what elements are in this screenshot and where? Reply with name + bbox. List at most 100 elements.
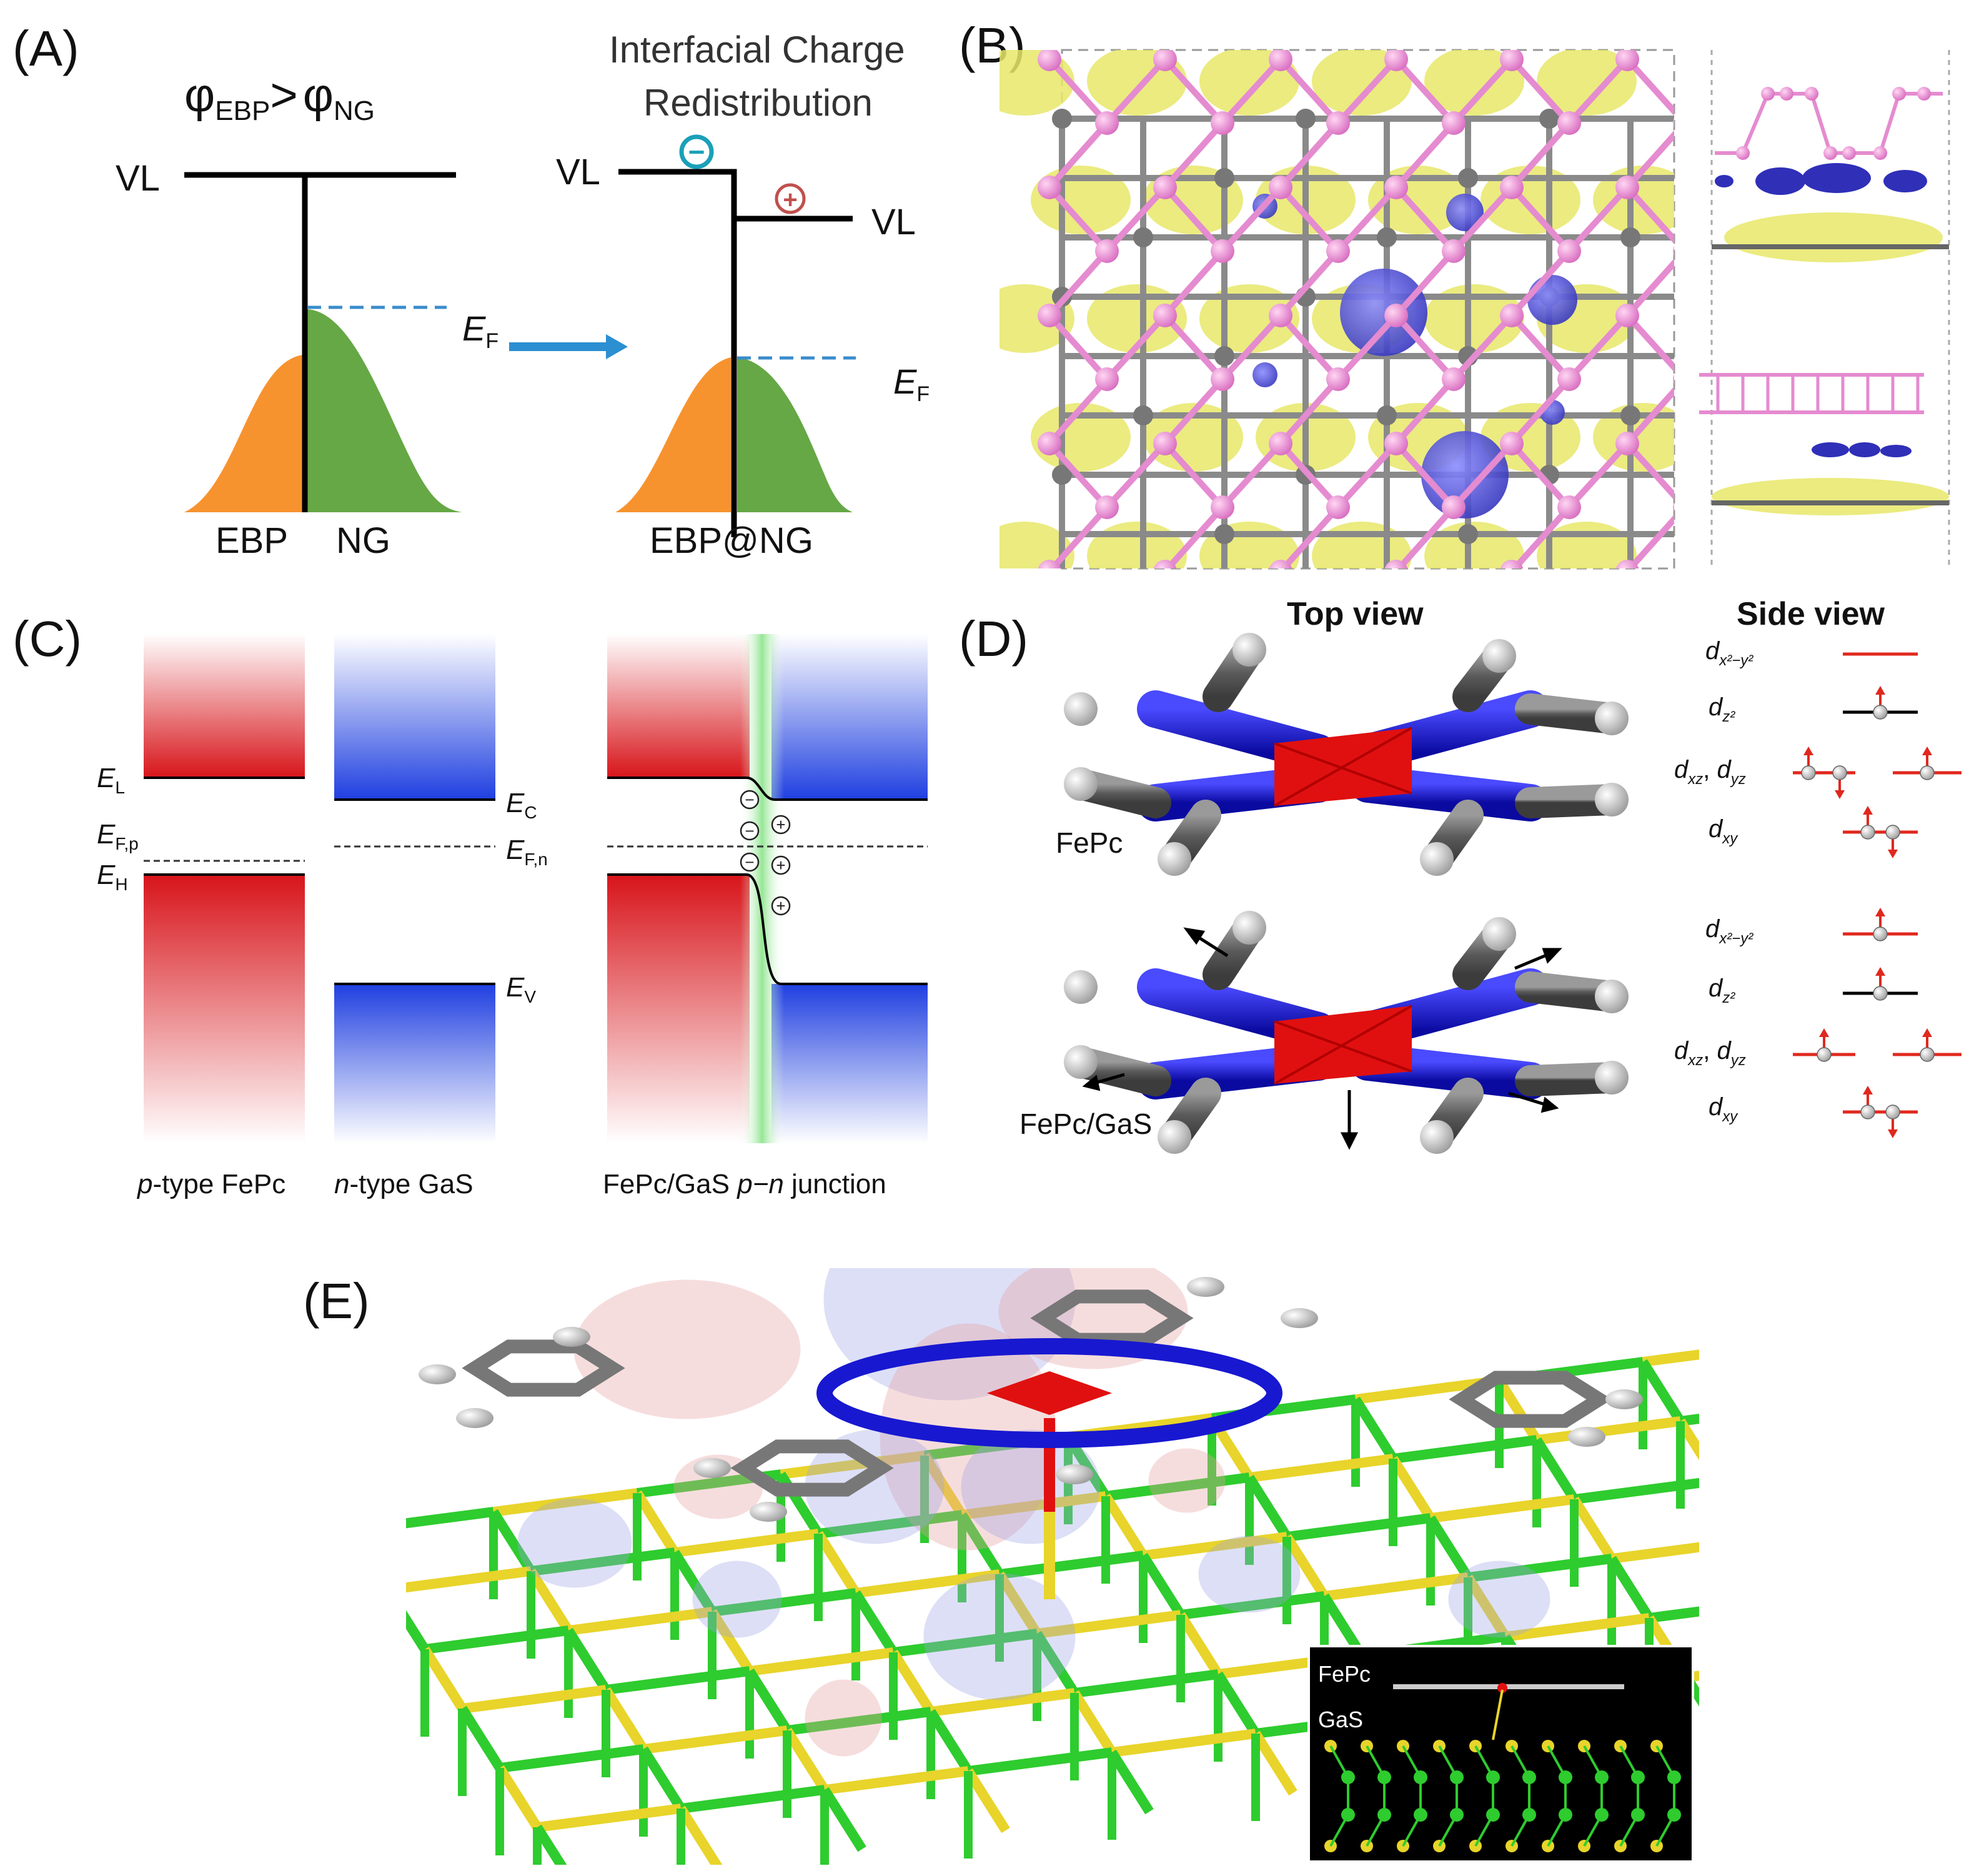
gas-bond — [424, 1625, 570, 1654]
gas-bond — [1351, 1396, 1397, 1462]
fepc-homo-band — [144, 875, 305, 1143]
phosphorus-atom — [1615, 432, 1639, 455]
inset-side-view — [1324, 1683, 1681, 1852]
gas-bond — [1467, 1554, 1613, 1582]
phosphorus-bond — [1047, 313, 1109, 382]
hydrogen-atom — [1233, 911, 1266, 945]
phosphorus-atom — [1780, 87, 1793, 101]
orb-label-x2y2-1: dx²−y² — [1705, 637, 1753, 669]
phosphorus-bond — [1336, 57, 1399, 126]
phosphorus-bond — [1627, 635, 1685, 700]
phosphorus-atom — [1500, 304, 1524, 327]
ef-label-left: EF — [462, 309, 498, 353]
electron-spin-arrowhead — [1875, 908, 1885, 916]
phosphorus-atom — [1442, 367, 1466, 391]
charge-accumulation-lobe — [1087, 284, 1187, 353]
ec-label: EC — [506, 788, 537, 822]
fepc-gas-molecule — [1064, 911, 1629, 1154]
junction-minus-2 — [740, 821, 760, 841]
gas-bond — [786, 1707, 932, 1735]
gas-bond — [498, 1744, 645, 1773]
ng-dos-curve-combined — [737, 357, 853, 512]
inset-bond — [1619, 1745, 1639, 1778]
electron-dot — [1832, 765, 1847, 780]
gas-bond — [602, 1687, 648, 1752]
phosphorus-bond — [1567, 185, 1630, 254]
gas-bond — [1532, 1437, 1579, 1502]
phi-ng-subscript: NG — [334, 96, 375, 126]
phi-relation: φEBP>φNG — [184, 69, 375, 126]
phosphorus-atom — [1153, 560, 1177, 568]
phosphorus-bond — [1278, 377, 1341, 446]
gas-bond — [1642, 1349, 1699, 1367]
plus-charge-icon — [775, 183, 806, 214]
junction-lower-band-edge — [607, 873, 928, 985]
carbon-atom — [1214, 346, 1234, 366]
electron-dot — [1920, 765, 1935, 780]
gas-bond — [1214, 1671, 1260, 1737]
gas-bond — [642, 1725, 788, 1754]
gas-bond — [1104, 1472, 1251, 1501]
hydrogen-atom — [1595, 702, 1629, 735]
phosphorus-atom — [1384, 432, 1408, 455]
caption-p-type-fepc: p-type FePc — [136, 1169, 285, 1199]
phosphorus-atom — [1211, 367, 1234, 391]
gas-bond — [1033, 1630, 1079, 1696]
phosphorus-bond — [1047, 377, 1109, 446]
phosphorus-bond — [1569, 572, 1627, 635]
gas-bond — [527, 1568, 573, 1634]
charge-depletion-blob — [1883, 170, 1927, 192]
electron-spin-arrowhead — [1875, 967, 1885, 976]
phosphorene-side-chain — [1715, 92, 1943, 155]
electron-spin-arrowhead — [1922, 1028, 1932, 1037]
gas-bond — [823, 1766, 970, 1795]
phosphorus-atom — [1557, 111, 1581, 135]
carbon-atom — [1296, 109, 1316, 129]
inset-bond — [1402, 1745, 1422, 1778]
carbon-atom — [1214, 168, 1234, 188]
gas-bond — [461, 1685, 607, 1714]
gas-bond — [817, 1510, 963, 1539]
phosphorus-bond — [1048, 505, 1109, 568]
gas-bond — [892, 1629, 1038, 1657]
panel-e-label: (E) — [303, 1273, 370, 1329]
minus-charge-symbol: − — [688, 136, 705, 168]
fe-n-bond — [1274, 1005, 1412, 1085]
phosphorus-bond — [1104, 313, 1168, 382]
phosphorus-bond — [1047, 121, 1109, 190]
junction-minus-sym-3: − — [745, 853, 754, 871]
ev-label: EV — [506, 972, 536, 1006]
hydrogen-atom — [1158, 1120, 1191, 1154]
gas-bond — [1111, 1729, 1257, 1757]
phosphorus-atom — [1384, 50, 1408, 71]
ng-dos-curve — [303, 309, 462, 512]
orbital-levels — [1793, 652, 1962, 1138]
hydrogen-atom — [1233, 633, 1266, 667]
orb-label-xzyz-1: dxz, dyz — [1674, 756, 1746, 788]
gas-bond — [1282, 1534, 1329, 1599]
carbon-atom — [1214, 524, 1234, 544]
inset-bond — [1547, 1745, 1567, 1778]
charge-accumulation-lobe — [1712, 478, 1949, 515]
gas-bond — [1685, 1670, 1699, 1682]
hydrogen-atom — [1595, 980, 1629, 1013]
fe-n-bond — [1274, 1020, 1412, 1073]
phosphorus-bond — [1509, 121, 1572, 190]
phosphorus-atom — [1442, 495, 1466, 519]
phosphorus-bond — [1512, 572, 1569, 635]
orb-label-xy-2: dxy — [1709, 1093, 1738, 1125]
charge-isosurface — [573, 1279, 801, 1419]
gas-bond — [814, 1531, 860, 1596]
gas-bond — [920, 1452, 966, 1518]
phosphorus-bond — [1278, 313, 1341, 382]
phosphorus-atom — [1873, 146, 1887, 160]
gas-bond — [1036, 1610, 1182, 1639]
orb-label-x2y2-2: dx²−y² — [1705, 915, 1753, 947]
phosphorus-atom — [1442, 111, 1466, 135]
gas-bond — [1755, 1540, 1793, 1599]
inset-bond — [1655, 1814, 1675, 1847]
carbon-atom — [1052, 465, 1072, 485]
electron-spin-arrowhead — [1922, 747, 1932, 755]
phosphorus-bond — [1047, 441, 1109, 510]
electron-spin-arrowhead — [1819, 1028, 1829, 1037]
